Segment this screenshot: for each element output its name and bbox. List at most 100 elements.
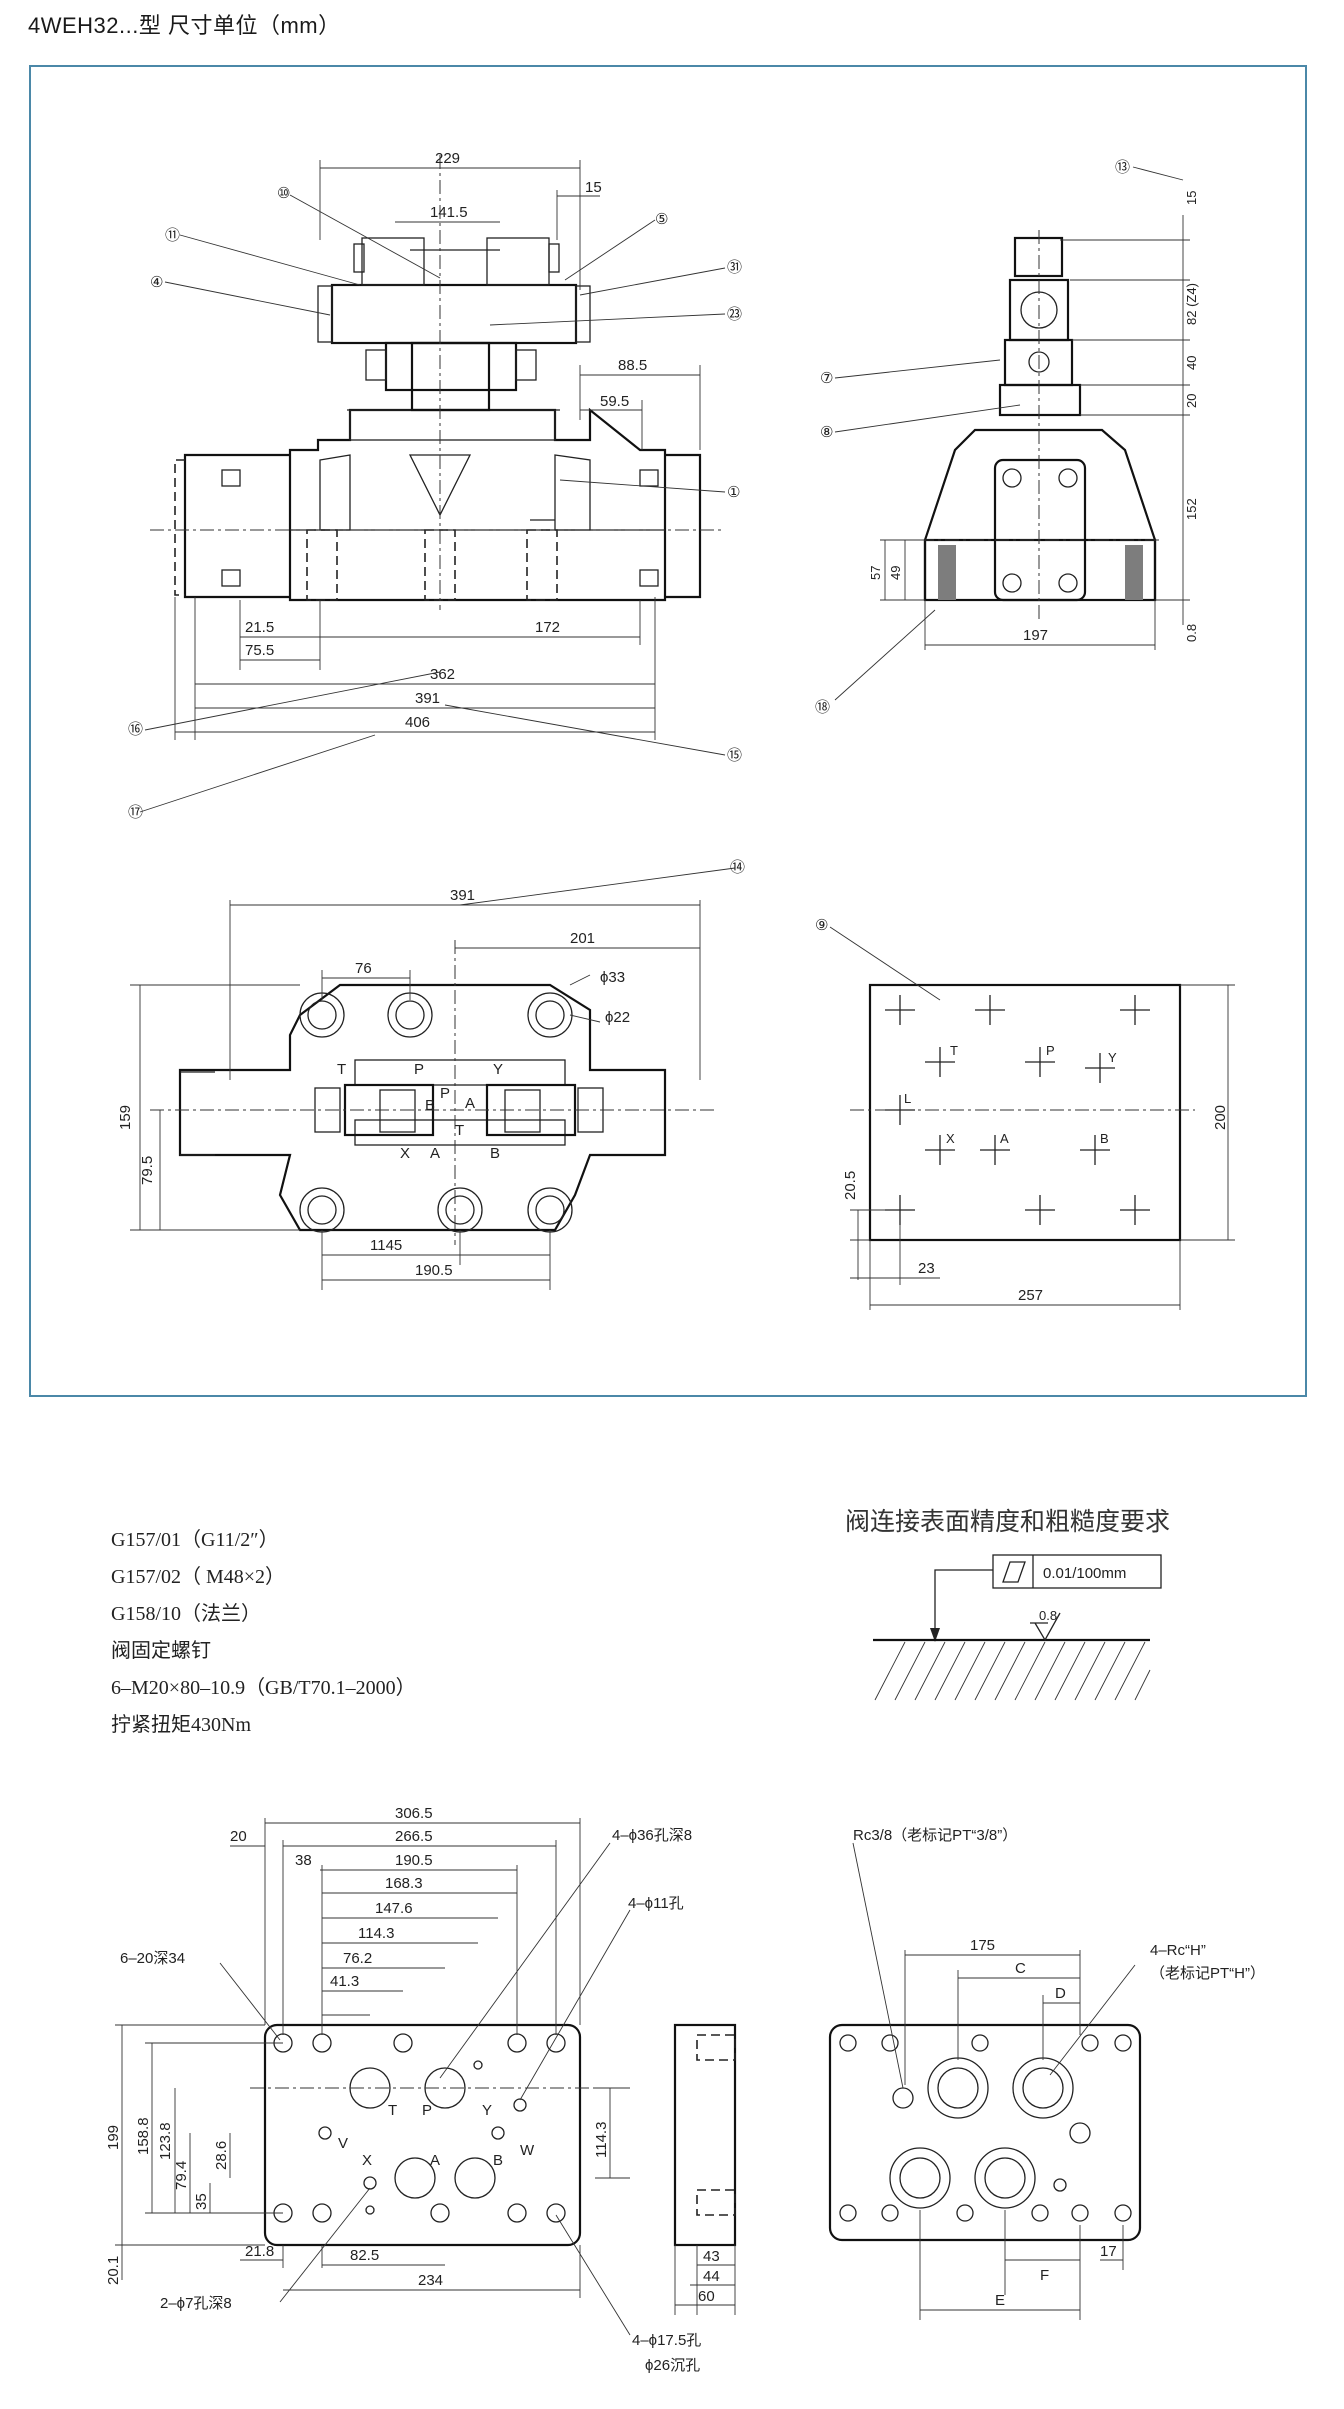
dim-sub-35: 35 (193, 2193, 210, 2210)
port-p-top: P (414, 1061, 424, 1078)
callout-17: ⑰ (128, 804, 143, 821)
sub-port-a: A (430, 2152, 440, 2169)
sub-port-w: W (520, 2142, 535, 2159)
callout-13: ⑬ (1115, 159, 1130, 176)
dim-229: 229 (435, 150, 460, 167)
port-a-mid: A (465, 1095, 475, 1112)
dim-sub-20-1: 20.1 (105, 2256, 122, 2285)
subplate-2-drawing: Rc3/8（老标记PT“3/8”） 4–Rc“H” （老标记PT“H”） 175… (828, 1827, 1265, 2320)
dim-side-43: 43 (703, 2248, 720, 2265)
label-phi26: ϕ26沉孔 (645, 2357, 700, 2374)
dim-side-60: 60 (698, 2288, 715, 2305)
dim-side-40: 40 (1184, 356, 1199, 370)
dim-sub-306-5: 306.5 (395, 1805, 433, 1822)
note-line-5: 6–M20×80–10.9（GB/T70.1–2000） (111, 1676, 416, 1699)
front-elevation-view: 229 141.5 15 88.5 59.5 21.5 75.5 172 362… (128, 150, 742, 821)
surface-requirement: 阀连接表面精度和粗糙度要求 0.01/100mm 0.8 (845, 1507, 1170, 1701)
dim-side-57: 57 (868, 566, 883, 580)
label-4-phi11: 4–ϕ11孔 (628, 1895, 684, 1912)
callout-10: ⑩ (277, 185, 290, 202)
face-port-x: X (946, 1131, 955, 1146)
dim-phi22: ϕ22 (605, 1009, 630, 1026)
dim-sub-158-8: 158.8 (135, 2117, 152, 2155)
dim-sub-21-8: 21.8 (245, 2243, 274, 2260)
dim-75-5: 75.5 (245, 642, 274, 659)
dim-face-257: 257 (1018, 1287, 1043, 1304)
dim-362: 362 (430, 666, 455, 683)
dim-c: C (1015, 1960, 1026, 1977)
dim-15: 15 (585, 179, 602, 196)
dim-17: 17 (1100, 2243, 1117, 2260)
dim-plan-201: 201 (570, 930, 595, 947)
notes-block: G157/01（G11/2″） G157/02（ M48×2） G158/10（… (111, 1528, 416, 1736)
dim-sub-20: 20 (230, 1828, 247, 1845)
dim-sub-79-4: 79.4 (173, 2161, 190, 2190)
port-t-mid: T (455, 1122, 464, 1139)
drawing-frame (29, 65, 1307, 1397)
page-title: 4WEH32...型 尺寸单位（mm） (28, 13, 341, 38)
note-line-3: G158/10（法兰） (111, 1602, 261, 1625)
dim-sub-168-3: 168.3 (385, 1875, 423, 1892)
label-2-phi7: 2–ϕ7孔深8 (160, 2295, 232, 2312)
dim-sub-82-5: 82.5 (350, 2247, 379, 2264)
dim-face-200: 200 (1212, 1105, 1229, 1130)
dim-side-82: 82 (Z4) (1184, 283, 1199, 325)
dim-side-152: 152 (1184, 498, 1199, 520)
dim-plan-159: 159 (117, 1105, 134, 1130)
port-x: X (400, 1145, 410, 1162)
dim-phi33: ϕ33 (600, 969, 625, 986)
roughness-value: 0.8 (1039, 1608, 1057, 1623)
hatching (874, 1641, 1151, 1701)
dim-side-15: 15 (1184, 191, 1199, 205)
dim-88-5: 88.5 (618, 357, 647, 374)
dim-f: F (1040, 2267, 1049, 2284)
plan-view: T P P A B T X A B Y 391 201 76 ϕ33 ϕ22 1… (117, 859, 745, 1290)
dim-plan-76: 76 (355, 960, 372, 977)
callout-7: ⑦ (820, 370, 833, 387)
dim-141-5: 141.5 (430, 204, 468, 221)
dim-sub-234: 234 (418, 2272, 443, 2289)
dim-side-20: 20 (1184, 394, 1199, 408)
sub-port-y: Y (482, 2102, 492, 2119)
dim-sub-190-5: 190.5 (395, 1852, 433, 1869)
sub-port-t: T (388, 2102, 397, 2119)
dim-plan-391: 391 (450, 887, 475, 904)
dim-21-5: 21.5 (245, 619, 274, 636)
face-port-b: B (1100, 1131, 1109, 1146)
callout-5: ⑤ (655, 211, 668, 228)
dim-59-5: 59.5 (600, 393, 629, 410)
dim-175: 175 (970, 1937, 995, 1954)
callout-4: ④ (150, 274, 163, 291)
subplate-drawing: T P Y V X A B W (105, 1805, 737, 2374)
label-4-rc-h: 4–Rc“H” (1150, 1942, 1206, 1959)
label-4-phi17-5: 4–ϕ17.5孔 (632, 2332, 701, 2349)
callout-14: ⑭ (730, 859, 745, 876)
label-old-pt-h: （老标记PT“H”） (1150, 1965, 1265, 1982)
callout-11: ⑪ (165, 227, 180, 244)
surface-req-title: 阀连接表面精度和粗糙度要求 (845, 1507, 1170, 1536)
callout-9: ⑨ (815, 917, 828, 934)
label-rc3-8: Rc3/8（老标记PT“3/8”） (853, 1827, 1017, 1844)
sub-port-b: B (493, 2152, 503, 2169)
dim-e: E (995, 2292, 1005, 2309)
note-line-6: 拧紧扭矩430Nm (111, 1713, 251, 1736)
dim-side-44: 44 (703, 2268, 720, 2285)
note-line-1: G157/01（G11/2″） (111, 1528, 279, 1551)
mounting-crosses (885, 995, 1150, 1225)
flatness-value: 0.01/100mm (1043, 1565, 1126, 1582)
face-port-y: Y (1108, 1050, 1117, 1065)
dim-d: D (1055, 1985, 1066, 2002)
face-port-t: T (950, 1043, 958, 1058)
callout-31: ㉛ (727, 259, 742, 276)
callout-18: ⑱ (815, 699, 830, 716)
dim-plan-190-5: 190.5 (415, 1262, 453, 1279)
port-p: P (440, 1085, 450, 1102)
dim-sub-147-6: 147.6 (375, 1900, 413, 1917)
dim-sub-76-2: 76.2 (343, 1950, 372, 1967)
dim-sub-28-6: 28.6 (213, 2141, 230, 2170)
dim-sub-123-8: 123.8 (157, 2122, 174, 2160)
sub-port-v: V (338, 2135, 348, 2152)
dim-side-0-8: 0.8 (1184, 624, 1199, 642)
dim-side-49: 49 (888, 566, 903, 580)
port-b: B (490, 1145, 500, 1162)
